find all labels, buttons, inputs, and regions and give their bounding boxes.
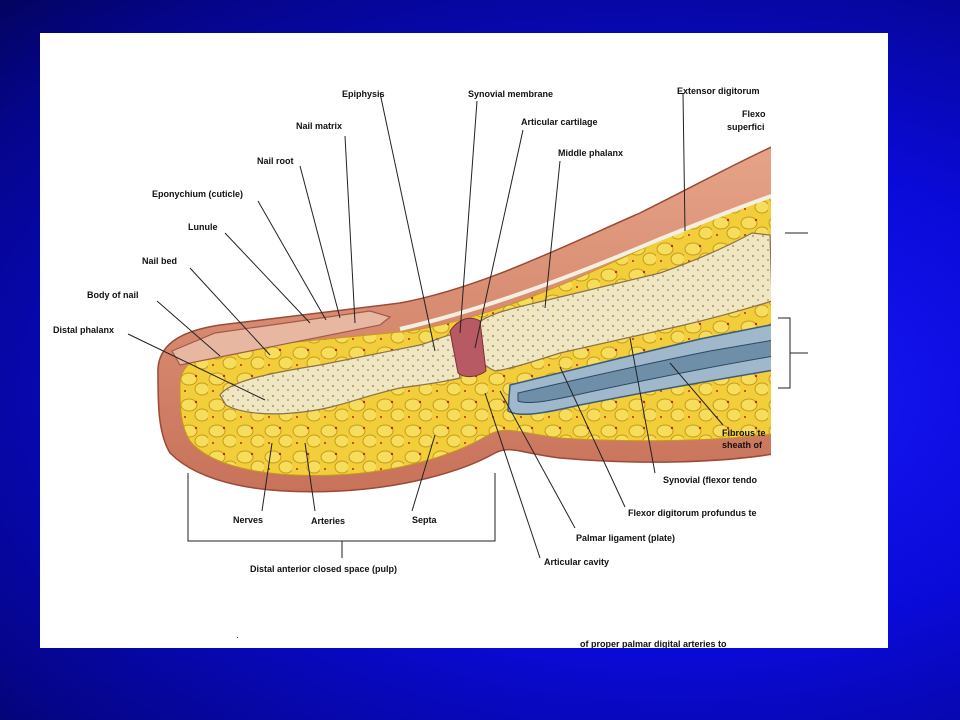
label-fibrous-sheath-2: sheath of <box>722 440 763 450</box>
leader-lines <box>127 92 808 559</box>
finger-anatomy-illustration: Epiphysis Synovial membrane Extensor dig… <box>53 86 808 648</box>
label-nerves: Nerves <box>233 515 263 525</box>
label-articular-cavity: Articular cavity <box>544 557 609 567</box>
label-eponychium: Eponychium (cuticle) <box>152 189 243 199</box>
label-distal-phalanx: Distal phalanx <box>53 325 114 335</box>
flexor-tendon-core <box>517 340 771 404</box>
label-septa: Septa <box>412 515 438 525</box>
label-synovial-membrane: Synovial membrane <box>468 89 553 99</box>
label-articular-cartilage: Articular cartilage <box>521 117 598 127</box>
label-lunule: Lunule <box>188 222 218 232</box>
label-pulp: Distal anterior closed space (pulp) <box>250 564 397 574</box>
label-flexor-superficialis-2: superfici <box>727 122 765 132</box>
label-synovial-flexor: Synovial (flexor tendo <box>663 475 758 485</box>
label-extensor-digitorum: Extensor digitorum <box>677 86 760 96</box>
label-middle-phalanx: Middle phalanx <box>558 148 623 158</box>
distal-phalanx-bone <box>219 334 461 415</box>
label-nail-root: Nail root <box>257 156 294 166</box>
footer-caption: of proper palmar digital arteries to <box>580 639 727 648</box>
label-flexor-superficialis-1: Flexo <box>742 109 766 119</box>
label-palmar-ligament: Palmar ligament (plate) <box>576 533 675 543</box>
label-arteries: Arteries <box>311 516 345 526</box>
finger-section <box>157 146 771 493</box>
label-nail-bed: Nail bed <box>142 256 177 266</box>
diagram-panel: Epiphysis Synovial membrane Extensor dig… <box>40 33 888 648</box>
label-flexor-profundus: Flexor digitorum profundus te <box>628 508 757 518</box>
middle-phalanx-bone <box>473 232 771 372</box>
joint-capsule <box>449 317 487 378</box>
label-body-of-nail: Body of nail <box>87 290 139 300</box>
label-nail-matrix: Nail matrix <box>296 121 342 131</box>
extensor-tendon <box>399 194 771 331</box>
label-epiphysis: Epiphysis <box>342 89 385 99</box>
footer-mark: · <box>236 632 239 642</box>
label-fibrous-sheath-1: Fibrous te <box>722 428 766 438</box>
